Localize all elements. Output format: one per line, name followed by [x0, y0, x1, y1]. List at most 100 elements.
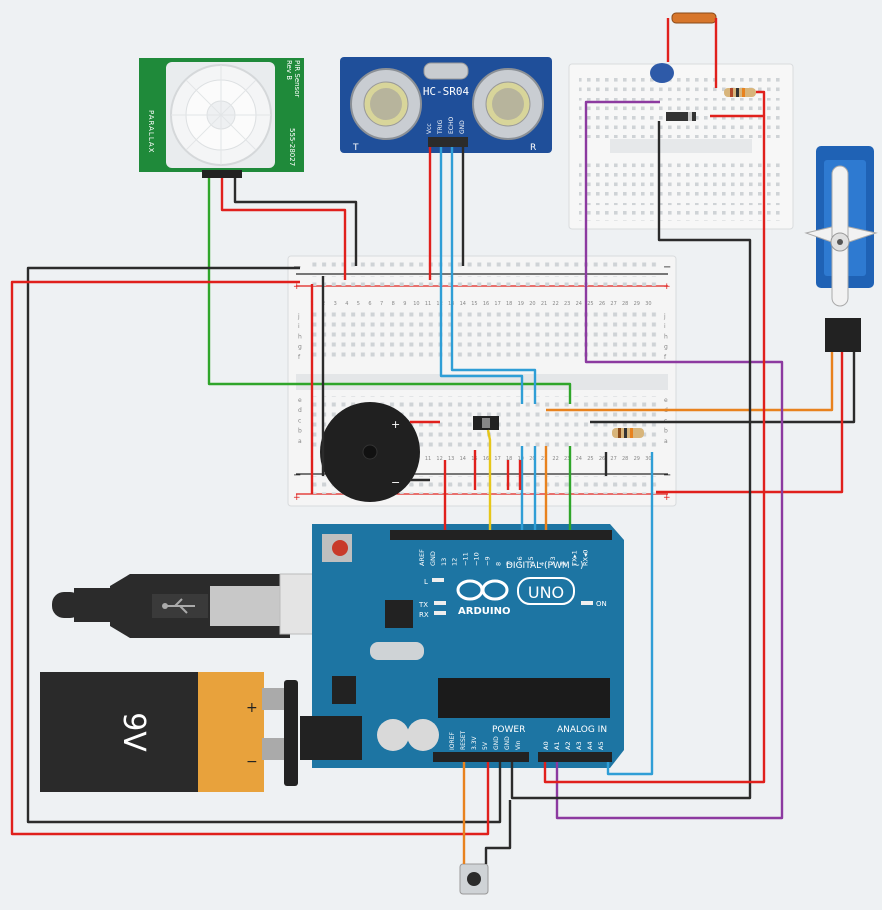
- pir-label-partno: 555-28027: [288, 128, 296, 166]
- battery-label: 9V: [116, 712, 151, 752]
- led-rx-label: RX: [419, 611, 429, 619]
- row-letter: j: [297, 313, 300, 320]
- digital-pin-label: ~6: [516, 556, 524, 566]
- column-number: 12: [436, 456, 442, 462]
- power-pin-label: GND: [493, 736, 500, 750]
- digital-pin-label: 7: [505, 562, 513, 566]
- column-number: 27: [610, 456, 616, 462]
- wires: [10, 18, 856, 864]
- pushbutton[interactable]: [459, 863, 489, 895]
- capacitor: [650, 63, 674, 83]
- wire: [656, 352, 844, 494]
- column-number: 22: [552, 301, 558, 307]
- wire: [220, 178, 347, 280]
- power-pin-label: 5V: [482, 741, 489, 750]
- buzzer-minus: −: [391, 476, 400, 489]
- column-number: 10: [413, 301, 419, 307]
- column-number: 21: [541, 301, 547, 307]
- column-number: 27: [610, 301, 616, 307]
- row-letter: f: [298, 354, 301, 361]
- analog-pin-label: A0: [542, 741, 550, 750]
- analog-pin-label: A5: [597, 741, 605, 750]
- row-letter: h: [664, 333, 668, 340]
- row-letter: j: [663, 313, 666, 320]
- servo-motor[interactable]: [804, 146, 878, 352]
- wire: [10, 280, 490, 836]
- column-number: 16: [483, 301, 489, 307]
- column-number: 25: [587, 456, 593, 462]
- sonar-title: HC-SR04: [423, 85, 470, 98]
- column-number: 7: [380, 301, 383, 307]
- battery-minus: −: [246, 754, 258, 770]
- digital-pin-label: 4: [538, 562, 546, 566]
- digital-pin-label: GND: [429, 551, 437, 566]
- digital-pin-label: 2: [560, 562, 568, 566]
- column-number: 11: [425, 456, 431, 462]
- rail-minus-bottom-left: −: [293, 470, 301, 481]
- wire: [590, 352, 856, 424]
- analog-pin-label: A1: [553, 741, 561, 750]
- piezo-buzzer[interactable]: + −: [320, 402, 420, 502]
- column-number: 26: [599, 456, 605, 462]
- analog-pin-label: A2: [564, 741, 572, 750]
- digital-pin-label: TX▸1: [571, 550, 579, 567]
- sonar-pin-label: TRIG: [437, 119, 444, 135]
- digital-pin-label: AREF: [418, 549, 426, 566]
- column-number: 18: [506, 301, 512, 307]
- wire: [26, 266, 502, 824]
- row-letter: a: [298, 438, 302, 445]
- digital-pin-label: ~9: [483, 556, 491, 566]
- column-number: 9: [403, 301, 406, 307]
- digital-pin-label: ~10: [473, 552, 481, 566]
- row-letter: d: [298, 407, 302, 414]
- led-l-label: L: [424, 578, 428, 586]
- column-number: 4: [345, 301, 348, 307]
- column-number: 23: [564, 301, 570, 307]
- column-number: 18: [506, 456, 512, 462]
- column-number: 22: [552, 456, 558, 462]
- column-number: 29: [634, 301, 640, 307]
- column-number: 8: [392, 301, 395, 307]
- pir-label-name: PIR Sensor: [293, 60, 301, 97]
- pir-sensor[interactable]: PARALLAX PIR Sensor Rev B 555-28027: [139, 58, 304, 178]
- wire: [543, 114, 766, 784]
- column-number: 20: [529, 301, 535, 307]
- rail-minus-bottom-right: −: [663, 470, 671, 481]
- column-number: 16: [483, 456, 489, 462]
- wire: [486, 429, 492, 530]
- column-number: 15: [471, 301, 477, 307]
- power-pin-label: GND: [504, 736, 511, 750]
- usb-icon: [162, 598, 195, 614]
- rail-plus-top-left: +: [293, 282, 301, 292]
- power-pin-label: RESET: [460, 730, 467, 750]
- arduino-model: UNO: [528, 583, 564, 602]
- column-number: 28: [622, 456, 628, 462]
- power-pin-label: 3.3V: [471, 735, 478, 750]
- wire: [450, 147, 537, 404]
- row-letter: b: [298, 428, 302, 435]
- row-letter: g: [298, 344, 302, 351]
- row-letter: h: [298, 333, 302, 340]
- rail-plus-bottom-right: +: [663, 493, 671, 503]
- column-number: 5: [357, 301, 360, 307]
- digital-pin-label: ~3: [549, 556, 557, 566]
- digital-header: DIGITAL (PWM ~): [506, 561, 584, 571]
- column-number: 21: [541, 456, 547, 462]
- digital-pin-label: 12: [451, 558, 459, 566]
- wire: [484, 800, 512, 864]
- wire: [756, 90, 766, 116]
- wire: [510, 121, 752, 800]
- wire: [555, 100, 784, 820]
- column-number: 19: [518, 301, 524, 307]
- led-tx-label: TX: [418, 601, 428, 609]
- analog-pin-label: A3: [575, 741, 583, 750]
- slide-switch[interactable]: [473, 416, 499, 430]
- row-letter: i: [664, 323, 666, 330]
- row-letter: e: [298, 397, 302, 404]
- battery-9v[interactable]: 9V + −: [40, 672, 298, 792]
- column-number: 20: [529, 456, 535, 462]
- digital-pin-label: 8: [494, 562, 502, 566]
